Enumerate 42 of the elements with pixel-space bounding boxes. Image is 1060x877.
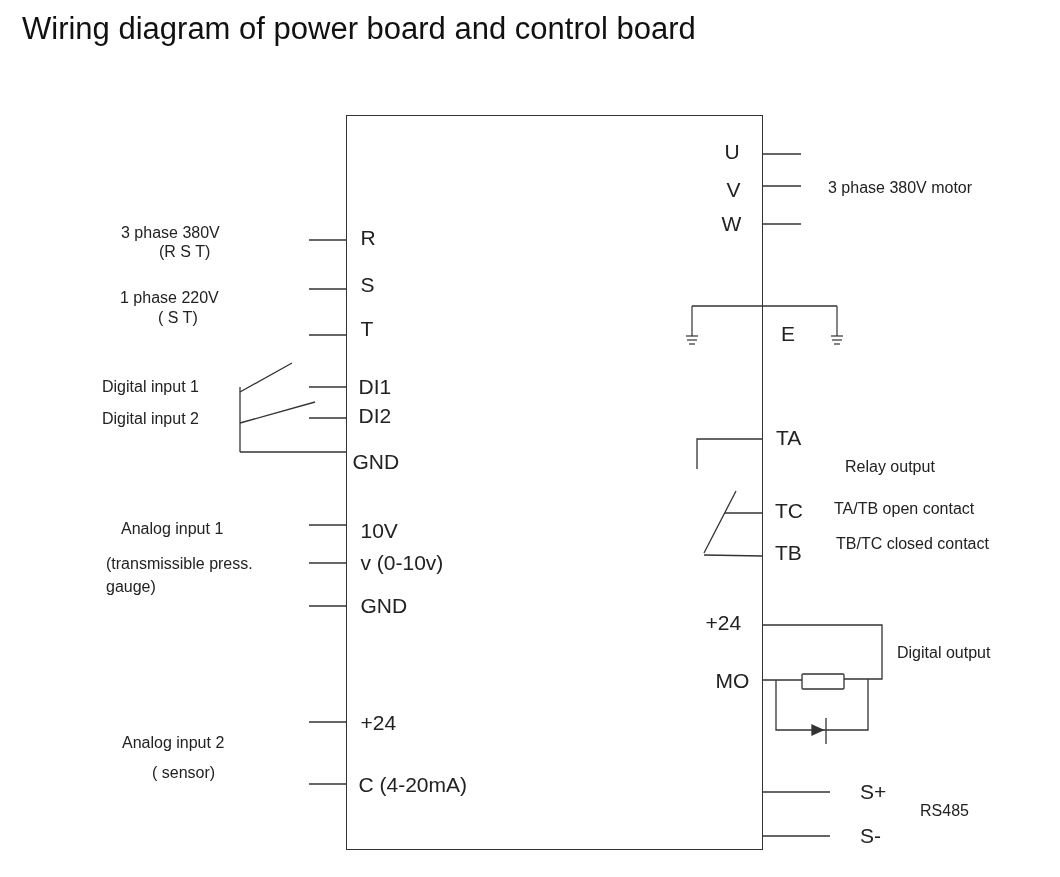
terminal-description: TB/TC closed contact [836,533,989,554]
terminal-label: S+ [860,780,887,804]
terminal-description: Analog input 1 [121,518,224,539]
terminal-label: v (0-10v) [360,550,444,575]
terminal-label: +24 [705,610,742,635]
board-outline [346,115,763,850]
terminal-label: S [360,272,375,297]
terminal-description: Analog input 2 [122,732,225,753]
terminal-label: TC [775,499,803,523]
terminal-label: R [360,225,376,250]
terminal-label: V [726,177,741,202]
terminal-label: T [360,316,374,341]
terminal-label: E [781,322,795,346]
terminal-label: 10V [360,518,398,543]
title: Wiring diagram of power board and control board [22,10,696,48]
terminal-label: +24 [360,710,397,735]
wire [762,791,831,793]
terminal-label: GND [360,593,408,618]
terminal-description: 1 phase 220V [120,287,219,308]
terminal-label: DI2 [358,403,392,428]
terminal-description: ( sensor) [152,762,216,783]
terminal-description: Digital input 1 [102,376,199,397]
terminal-label: S- [860,824,881,848]
wire [762,835,831,837]
terminal-description: RS485 [920,800,969,821]
terminal-description: Digital input 2 [102,408,199,429]
terminal-description: TA/TB open contact [834,498,975,519]
terminal-label: W [721,211,742,236]
terminal-description: Relay output [845,456,935,477]
terminal-description: 3 phase 380V [121,222,220,243]
terminal-label: TB [775,541,802,565]
terminal-label: TA [776,426,802,450]
terminal-label: GND [352,449,400,474]
terminal-description: Digital output [897,642,991,663]
terminal-description: (R S T) [159,241,211,262]
terminal-label: MO [715,668,750,693]
terminal-label: C (4-20mA) [358,772,468,797]
terminal-label: DI1 [358,374,392,399]
terminal-description: 3 phase 380V motor [828,177,973,198]
terminal-label: U [724,139,740,164]
terminal-description: (transmissible press. gauge) [106,554,254,597]
terminal-description: ( S T) [158,307,198,328]
